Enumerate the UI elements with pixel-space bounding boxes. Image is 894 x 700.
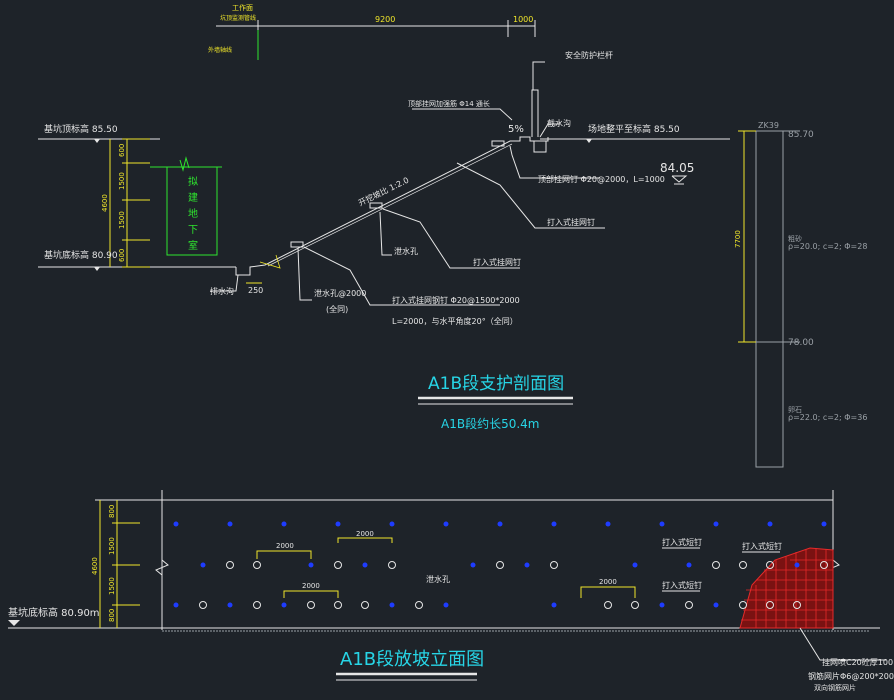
- elev-nail-label-3: 打入式短钉: [662, 580, 702, 590]
- nail-row-middle: [200, 561, 828, 569]
- ground-level-label: 场地整平至标高 85.50: [588, 123, 680, 135]
- top-elevation-label: 基坑顶标高 85.50: [44, 123, 118, 135]
- label-outer-wall: 外墙轴线: [208, 46, 232, 54]
- layer1-params: ρ=20.0; c=2; Φ=28: [788, 242, 867, 251]
- top-nail-label: 顶部挂网钉 Φ20@2000，L=1000: [538, 174, 665, 184]
- elev-drain-hole: 泄水孔: [426, 574, 450, 584]
- driven-nail-label-a: 打入式挂网钉: [547, 217, 595, 227]
- vdim-600-bottom: 600: [118, 249, 126, 262]
- building-char-5: 室: [188, 239, 198, 252]
- mesh-bar-label: 顶部挂网加强筋 Φ14 通长: [408, 99, 490, 108]
- building-char-2: 建: [188, 191, 198, 204]
- top-dimension-group: 工作面 坑顶监测管线 外墙轴线 9200 1000: [208, 3, 536, 60]
- spacing-dim-4: 2000: [599, 578, 617, 586]
- borehole-depth: 7700: [734, 230, 742, 248]
- shotcrete-label: 挂网喷C20砼厚100: [822, 657, 893, 667]
- ditch-label: 排水沟: [210, 286, 234, 296]
- elev-bottom-label: 基坑底标高 80.90m: [8, 606, 100, 619]
- borehole-mid: 78.00: [788, 338, 814, 348]
- section-subtitle: A1B段约长50.4m: [441, 416, 540, 431]
- nail-row-bottom: [173, 601, 801, 609]
- building-char-1: 拟: [188, 175, 198, 188]
- elevation-title: A1B段放坡立面图: [340, 649, 484, 670]
- mesh-label-2: 双向钢筋网片: [814, 683, 856, 692]
- layer2-params: ρ=22.0; c=2; Φ=36: [788, 413, 867, 422]
- elev-vdim-4600: 4600: [91, 557, 99, 575]
- top-drain-label: 截水沟: [547, 118, 571, 128]
- drain-hole-label: 泄水孔: [394, 246, 418, 256]
- slope-percent: 5%: [508, 124, 524, 135]
- layer1-name: 粗砂: [788, 234, 802, 243]
- drain-hole-spacing: 泄水孔@2000: [314, 288, 366, 298]
- section-title: A1B段支护剖面图: [428, 374, 564, 394]
- elevation-mark: 84.05: [660, 161, 694, 175]
- railing-label: 安全防护栏杆: [565, 50, 613, 60]
- section-drawing: 拟 建 地 下 室 600 1500 1500 600 4600 基坑顶标高 8…: [38, 50, 730, 431]
- spacing-dim-3: 2000: [302, 582, 320, 590]
- label-workface: 工作面: [232, 3, 253, 12]
- building-char-4: 下: [188, 225, 198, 236]
- label-monitor-line: 坑顶监测管线: [220, 14, 256, 22]
- borehole-top: 85.70: [788, 130, 814, 140]
- drain-hole-note: (全同): [326, 304, 348, 314]
- vdim-1500-b: 1500: [118, 211, 126, 229]
- vdim-600-top: 600: [118, 144, 126, 157]
- layer2-name: 卵石: [788, 405, 802, 414]
- bottom-elevation-label: 基坑底标高 80.90: [44, 249, 118, 261]
- vdim-4600: 4600: [101, 194, 109, 212]
- borehole-column: ZK39 85.70 78.00 7700 粗砂 ρ=20.0; c=2; Φ=…: [734, 121, 867, 468]
- nail-spec-line2: L=2000，与水平角度20°（全同）: [392, 316, 518, 326]
- elev-vdim-1500-b: 1500: [108, 577, 116, 595]
- vdim-1500-a: 1500: [118, 172, 126, 190]
- ditch-width: 250: [248, 286, 263, 295]
- driven-nail-label-b: 打入式挂网钉: [473, 257, 521, 267]
- spacing-dim-1: 2000: [276, 542, 294, 550]
- elevation-view: 800 1500 1500 800 4600 基坑底标高 80.90m: [8, 490, 894, 692]
- mesh-label: 钢筋网片Φ6@200*200: [808, 671, 894, 681]
- dim-1000: 1000: [513, 15, 533, 24]
- elev-nail-label-2: 打入式短钉: [742, 541, 782, 551]
- elev-nail-label-1: 打入式短钉: [662, 537, 702, 547]
- elev-vdim-800-bottom: 800: [108, 609, 116, 622]
- elev-vdim-800-top: 800: [108, 505, 116, 518]
- nail-spec-line1: 打入式挂网钢钉 Φ20@1500*2000: [392, 295, 520, 305]
- dim-9200: 9200: [375, 15, 395, 24]
- spacing-dim-2: 2000: [356, 530, 374, 538]
- elev-vdim-1500-a: 1500: [108, 537, 116, 555]
- slope-ratio-label: 开挖坡比 1:2.0: [356, 175, 410, 208]
- building-char-3: 地: [188, 207, 198, 220]
- borehole-id: ZK39: [758, 121, 779, 130]
- nail-row-top: [173, 521, 827, 527]
